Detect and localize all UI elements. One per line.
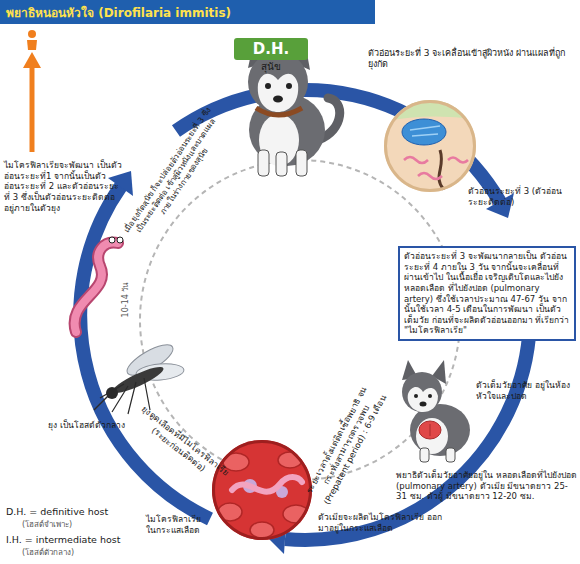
note: ตัวอ่อนระยะที่ 3 จะเคลื่อนเข้าสู่ผิวหนัง… — [368, 48, 573, 71]
legend-text: (โฮสต์ตัวกลาง) — [22, 548, 182, 558]
title: พยาธิหนอนหัวใจ (Dirofilaria immitis) — [6, 3, 231, 22]
legend-text: I.H. = intermediate host — [6, 534, 186, 546]
sick-dog-illustration — [419, 421, 441, 439]
dog-illustration — [265, 83, 271, 89]
note: ตัวเมียจะผลิตไมโครฟิลาเรีย ออกมาอยู่ในกร… — [318, 512, 448, 533]
legend-text: (โฮสต์จำเพาะ) — [22, 520, 182, 530]
microfilaria-illustration — [75, 237, 123, 332]
info-text: ตัวอ่อนระยะที่ 3 จะพัฒนากลายเป็น ตัวอ่อน… — [404, 251, 570, 336]
human-arrow — [23, 52, 41, 68]
cycle-arrow — [285, 315, 530, 540]
human-arrow — [23, 30, 41, 152]
sick-dog-illustration — [446, 448, 455, 462]
stage-caption: ตัวอ่อนระยะที่ 3 (ตัวอ่อนระยะติดต่อ) — [468, 186, 568, 207]
blood-circle: ไมโครฟิลาเรีย ในกระแสเลือด — [212, 440, 312, 540]
dog-illustration — [248, 40, 340, 176]
dog-illustration — [258, 74, 298, 112]
skin-close-up — [439, 150, 444, 190]
microfilaria-illustration — [75, 243, 118, 332]
skin-close-up — [410, 126, 440, 136]
human-arrow — [28, 30, 36, 38]
legend-text: D.H. = definitive host — [6, 506, 186, 518]
human-arrow — [30, 66, 35, 152]
host-label: D.H. — [234, 38, 308, 60]
note: ตัวเต็มวัยอาศัย อยู่ในห้องหัวใจและปอด — [476, 380, 578, 401]
blood-close-up — [250, 522, 274, 538]
dog-illustration — [258, 150, 269, 176]
dog-illustration — [286, 83, 292, 89]
period-note: ระยะเวลาตั้งแต่ติดเชื้อพยาธิ จนกระทั่งสา… — [300, 378, 392, 512]
sick-dog-illustration — [420, 402, 427, 407]
sick-dog-illustration — [430, 424, 431, 436]
sick-dog-illustration — [420, 448, 429, 462]
microfilaria-illustration — [109, 237, 115, 243]
stage-caption: ไมโครฟิลาเรีย ในกระแสเลือด — [146, 514, 210, 535]
blood-close-up — [210, 438, 314, 542]
skin-circle: ตัวอ่อนระยะที่ 3 (ตัวอ่อนระยะติดต่อ) — [384, 100, 476, 192]
dog-illustration — [256, 108, 302, 115]
cycle-arrow — [80, 186, 210, 519]
sick-dog-illustration — [402, 372, 442, 412]
skin-close-up — [418, 173, 442, 179]
microfilaria-illustration — [75, 243, 118, 332]
cycle-arrow — [176, 90, 500, 202]
skin-close-up — [402, 119, 446, 145]
skin-close-up — [448, 158, 468, 163]
circle-outline — [212, 440, 312, 540]
microfilaria-illustration — [117, 237, 123, 243]
skin-close-up — [380, 96, 480, 196]
circle-outline — [384, 100, 476, 192]
mosquito-illustration — [110, 363, 166, 398]
sick-dog-illustration — [428, 394, 432, 398]
host-note: ยุง เป็นโฮสต์ตัวกลาง — [48, 420, 158, 431]
mosquito-illustration — [94, 339, 185, 414]
sick-dog-illustration — [414, 394, 418, 398]
host-name: สุนัข — [234, 61, 308, 74]
duration-label: 10-14 วัน — [121, 270, 131, 330]
info-box: ตัวอ่อนระยะที่ 3 จะพัฒนากลายเป็น ตัวอ่อน… — [398, 246, 576, 341]
blood-close-up — [232, 477, 302, 492]
title-band — [0, 0, 375, 24]
dog-illustration — [296, 150, 307, 176]
circle-outline — [386, 102, 475, 191]
blood-close-up — [210, 438, 314, 542]
skin-close-up — [380, 96, 480, 196]
note: ไมโครฟิลาเรียจะพัฒนา เป็นตัวอ่อนระยะที่1… — [4, 160, 122, 213]
skin-close-up — [404, 157, 428, 163]
circle-outline — [214, 442, 311, 539]
sick-dog-illustration — [408, 387, 438, 412]
dog-illustration — [273, 96, 283, 103]
sick-dog-illustration — [402, 360, 470, 462]
note: พยาธิตัวเต็มวัยอาศัยอยู่ใน หลอดเลือดที่ไ… — [396, 470, 578, 502]
human-arrow — [27, 40, 37, 50]
host-box: D.H.สุนัข — [234, 38, 308, 60]
dog-illustration — [276, 152, 287, 176]
sick-dog-illustration — [410, 404, 470, 456]
